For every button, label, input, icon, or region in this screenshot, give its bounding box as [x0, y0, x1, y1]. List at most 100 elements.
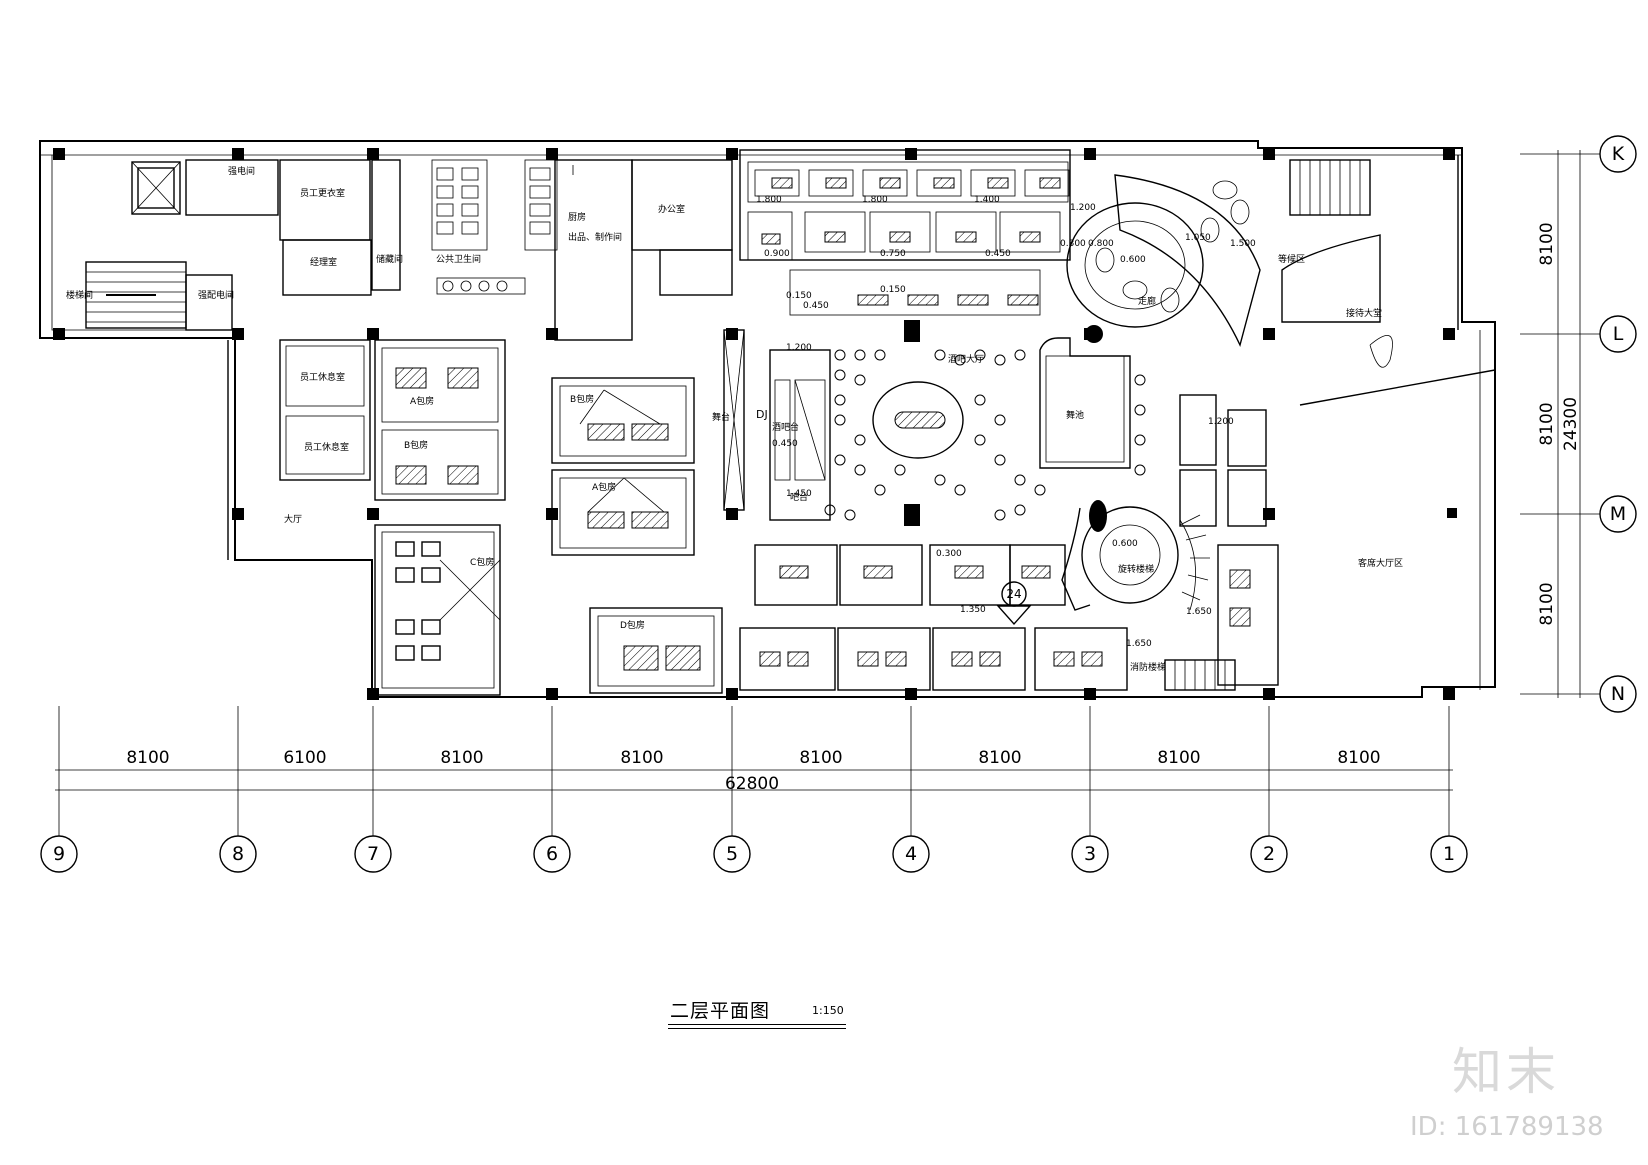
room-label: 旋转楼梯 — [1118, 563, 1154, 575]
span-dimension: 8100 — [1537, 582, 1557, 625]
grid-label: L — [1613, 323, 1624, 345]
room-label: B包房 — [404, 439, 428, 451]
level-mark: 0.600 — [1112, 539, 1138, 549]
span-dimension: 8100 — [1157, 748, 1200, 768]
column — [904, 320, 920, 342]
room-label: 厨房 — [568, 211, 586, 223]
grid-label: M — [1610, 503, 1626, 525]
level-mark: 1.650 — [1126, 639, 1152, 649]
section-label: 24 — [1006, 587, 1021, 601]
room-label: 强配电间 — [198, 289, 234, 301]
grid-bubble — [713, 835, 751, 873]
level-mark: 0.800 — [1088, 239, 1114, 249]
room-label: C包房 — [470, 556, 494, 568]
level-mark: 0.300 — [1060, 239, 1086, 249]
level-mark: 1.400 — [974, 195, 1000, 205]
grid-label: 5 — [726, 843, 738, 865]
room-label: 消防楼梯 — [1130, 661, 1166, 673]
drawing-scale: 1:150 — [812, 1004, 844, 1017]
room-label: 等候区 — [1278, 253, 1305, 265]
level-mark: 0.450 — [803, 301, 829, 311]
private-rooms-left — [279, 339, 723, 696]
grid-label: 2 — [1263, 843, 1275, 865]
column — [232, 148, 244, 160]
span-dimension: 8100 — [1537, 402, 1557, 445]
span-dimension: 6100 — [283, 748, 326, 768]
room-label: 酒吧台 — [772, 421, 799, 433]
grid-bubble — [1430, 835, 1468, 873]
grid-bubble — [219, 835, 257, 873]
level-mark: 1.800 — [862, 195, 888, 205]
column — [726, 508, 738, 520]
column — [367, 148, 379, 160]
room-label: 大厅 — [284, 513, 302, 525]
room-label: 客席大厅区 — [1358, 557, 1403, 569]
room-label: 走廊 — [1138, 295, 1156, 307]
grid-label: 9 — [53, 843, 65, 865]
title-underline — [668, 1024, 846, 1025]
watermark-id: ID: 161789138 — [1410, 1112, 1604, 1142]
column — [1443, 688, 1455, 700]
room-label: 吧台 — [790, 491, 808, 503]
drawing-title: 二层平面图 — [670, 1000, 771, 1022]
column — [905, 688, 917, 700]
room-label: B包房 — [570, 393, 594, 405]
grid-bubble — [533, 835, 571, 873]
column — [1263, 688, 1275, 700]
grid-bubble — [1071, 835, 1109, 873]
level-mark: 1.500 — [1230, 239, 1256, 249]
level-mark: 1.200 — [1208, 417, 1234, 427]
level-mark: 0.300 — [936, 549, 962, 559]
column — [1443, 328, 1455, 340]
level-mark: 0.450 — [772, 439, 798, 449]
level-mark: 1.800 — [756, 195, 782, 205]
room-label: 储藏间 — [376, 253, 403, 265]
title-underline — [668, 1028, 846, 1029]
grid-label: 1 — [1443, 843, 1455, 865]
grid-label: 3 — [1084, 843, 1096, 865]
watermark-logo: 知末 — [1452, 1043, 1560, 1101]
total-dimension: 24300 — [1561, 397, 1581, 451]
column — [53, 148, 65, 160]
dimension-lines — [55, 150, 1600, 836]
grid-label: 6 — [546, 843, 558, 865]
grid-bubble — [1599, 135, 1637, 173]
grid-bubble — [1599, 495, 1637, 533]
span-dimension: 8100 — [440, 748, 483, 768]
room-label: A包房 — [592, 481, 616, 493]
central-hall — [723, 149, 1146, 521]
column — [1443, 148, 1455, 160]
level-mark: 1.200 — [786, 343, 812, 353]
grid-bubble — [354, 835, 392, 873]
level-mark: 0.450 — [985, 249, 1011, 259]
grid-label: N — [1611, 683, 1625, 705]
level-mark: 0.150 — [786, 291, 812, 301]
toilet-stalls — [431, 159, 558, 295]
level-mark: 0.750 — [880, 249, 906, 259]
level-mark: 1.450 — [786, 489, 812, 499]
total-dimension: 62800 — [725, 774, 779, 794]
level-mark: 1.200 — [1070, 203, 1096, 213]
room-label: 舞台 — [712, 411, 730, 423]
level-mark: 1.350 — [960, 605, 986, 615]
column — [726, 688, 738, 700]
room-label: 酒吧大厅 — [948, 353, 984, 365]
grid-bubble — [892, 835, 930, 873]
span-dimension: 8100 — [978, 748, 1021, 768]
room-labels: 楼梯间 强配电间 强电间 员工更衣室 经理室 储藏间 公共卫生间 厨房 出品、制… — [66, 165, 1403, 673]
room-label: 出品、制作间 — [568, 231, 622, 243]
section-marker — [1001, 581, 1027, 607]
column — [1263, 148, 1275, 160]
column — [232, 508, 244, 520]
column — [546, 688, 558, 700]
grid-bubble — [1250, 835, 1288, 873]
grid-label: 7 — [367, 843, 379, 865]
grid-label: 4 — [905, 843, 917, 865]
level-marks: 1.800 1.800 1.400 1.200 0.900 0.750 0.45… — [756, 195, 1256, 649]
span-dimension: 8100 — [126, 748, 169, 768]
room-label: A包房 — [410, 395, 434, 407]
private-rooms-bottom — [739, 544, 1128, 691]
span-dimension: 8100 — [1537, 222, 1557, 265]
room-label: 员工休息室 — [300, 371, 345, 383]
